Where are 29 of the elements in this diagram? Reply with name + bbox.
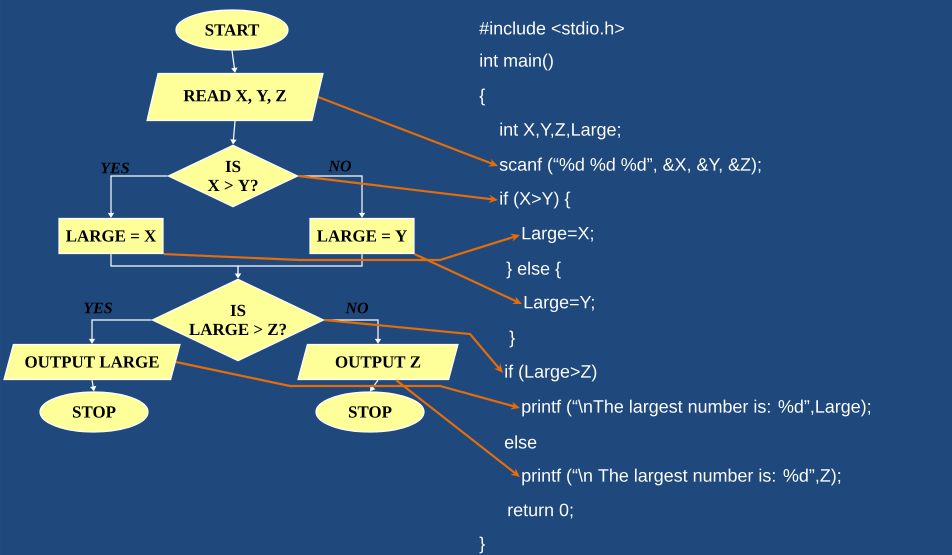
start-oval: START [175,9,289,51]
stop-oval: STOP [315,391,425,433]
code-line: return 0; [508,504,572,518]
process-box: LARGE = Y [309,218,415,254]
code-line: } [510,330,515,348]
code-line: int main() [480,54,553,70]
code-line: Large=Y; [524,296,594,312]
code-line: { [480,88,485,106]
edge-label: NO [328,160,353,172]
arrow [370,380,378,392]
edge-label: NO [344,302,370,314]
stop-oval: STOP [39,391,149,433]
output-parallelogram: OUTPUT Z [297,344,459,380]
code-line: if (Large>Z) [505,364,596,382]
process-box: LARGE = X [58,218,164,254]
code-line: } else { [506,262,561,278]
edge-label: YES [99,162,131,174]
code-line: int X,Y,Z,Large; [500,122,620,140]
code-line: Large=X; [522,226,593,244]
code-line: else [504,435,536,449]
input-parallelogram: READ X, Y, Z [146,72,324,122]
code-line: scanf (“%d %d %d”, &X, &Y, &Z); [500,158,760,174]
code-line: printf (“\n The largest number is: %d”,Z); [522,468,840,486]
code-line: if (X>Y) { [500,192,570,208]
output-parallelogram: OUTPUT LARGE [3,344,181,380]
code-line: printf (“\nThe largest number is: %d”,Large); [522,400,870,416]
code-line: #include <stdio.h> [479,21,624,35]
edge-label: YES [82,302,114,314]
code-line: } [480,536,485,554]
